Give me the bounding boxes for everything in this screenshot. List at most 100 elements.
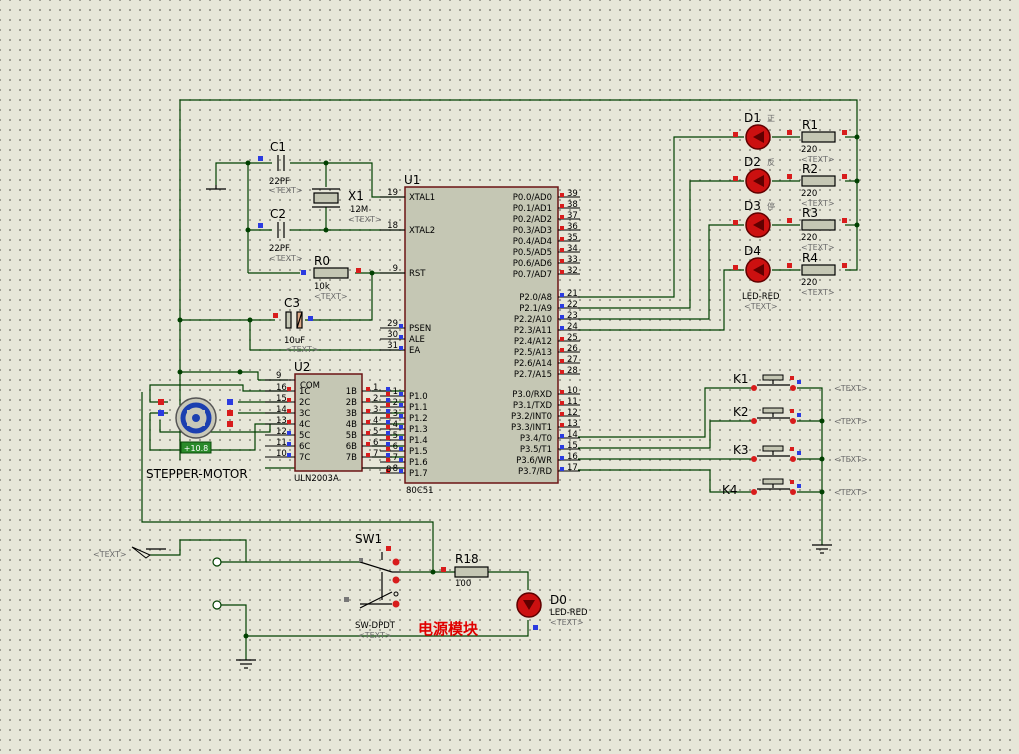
- mcu-pin-number: 11: [567, 397, 578, 407]
- pin-marker: [733, 265, 738, 270]
- driver-pin-number: 12: [276, 427, 287, 437]
- key-k3[interactable]: K3<TEXT>: [733, 443, 868, 464]
- resistor-r0[interactable]: R0 10k <TEXT>: [301, 254, 361, 301]
- pin-marker: [386, 447, 390, 451]
- driver-pin-number: 3: [373, 405, 378, 415]
- pin-marker: [287, 420, 291, 424]
- ground-symbol-top: [206, 185, 226, 190]
- d0-text: <TEXT>: [550, 618, 584, 627]
- mcu-pin-name: P0.6/AD6: [513, 259, 552, 269]
- mcu-pin-number: 17: [567, 463, 578, 473]
- pin-marker: [366, 420, 370, 424]
- mcu-pin-name: P0.1/AD1: [513, 204, 552, 214]
- pin-marker: [733, 132, 738, 137]
- resistor-r18[interactable]: R18 100: [441, 552, 489, 589]
- pin-marker: [842, 130, 847, 135]
- capacitor-c2[interactable]: C2 22PF <TEXT>: [258, 207, 303, 263]
- resistor-text: <TEXT>: [801, 243, 835, 252]
- pin-marker: [797, 484, 801, 488]
- mcu-pin-name: P2.2/A10: [514, 315, 552, 325]
- mcu-pin-name: P2.1/A9: [519, 304, 552, 314]
- mcu-pin-name: P2.6/A14: [514, 359, 552, 369]
- pin-marker: [386, 414, 390, 418]
- resistor-value: 220: [801, 145, 817, 155]
- c1-text: <TEXT>: [269, 186, 303, 195]
- mcu-pin-name: P3.2/INT0: [511, 412, 552, 422]
- resistor-value: 220: [801, 278, 817, 288]
- mcu-pin-name: P0.2/AD2: [513, 215, 552, 225]
- pin-marker: [560, 193, 564, 197]
- mcu-pin-number: 26: [567, 344, 578, 354]
- stepper-motor[interactable]: +10.8 STEPPER-MOTOR: [146, 397, 248, 481]
- mcu-pin-number: 2: [393, 398, 398, 408]
- pin-marker: [287, 431, 291, 435]
- driver-pin-number: 14: [276, 405, 287, 415]
- driver-pin-name: 6B: [346, 442, 357, 452]
- driver-com-label: COM: [300, 381, 320, 391]
- power-in-text: <TEXT>: [93, 550, 127, 559]
- mcu-pin-number: 5: [393, 431, 398, 441]
- r0-text: <TEXT>: [314, 292, 348, 301]
- pin-marker: [399, 447, 403, 451]
- sw1-part: SW-DPDT: [355, 621, 396, 631]
- capacitor-c1[interactable]: C1 22PF <TEXT>: [258, 140, 303, 195]
- led-d0[interactable]: D0 LED-RED <TEXT>: [516, 592, 588, 630]
- pin-marker: [399, 414, 403, 418]
- mcu-pin-name: XTAL2: [409, 226, 435, 236]
- crystal-x1[interactable]: X1 12M <TEXT>: [312, 188, 382, 224]
- pin-marker: [386, 453, 390, 457]
- capacitor-c3[interactable]: C3 10uF <TEXT>: [273, 296, 319, 354]
- resistor-ref: R3: [802, 206, 818, 220]
- pin-marker: [787, 174, 792, 179]
- led-text: <TEXT>: [744, 302, 778, 311]
- led-ref: D1: [744, 111, 761, 125]
- mcu-pin-name: P0.4/AD4: [513, 237, 552, 247]
- key-k4[interactable]: K4<TEXT>: [722, 478, 868, 497]
- mcu-pin-number: 28: [567, 366, 578, 376]
- pin-marker: [399, 458, 403, 462]
- pin-marker: [366, 398, 370, 402]
- pin-marker: [560, 401, 564, 405]
- key-k2[interactable]: K2<TEXT>: [733, 405, 868, 426]
- driver-pin-name: 4B: [346, 420, 357, 430]
- key-ref: K3: [733, 443, 749, 457]
- pin-marker: [399, 335, 403, 339]
- pin-marker: [366, 409, 370, 413]
- pin-marker: [386, 442, 390, 446]
- key-k1[interactable]: K1<TEXT>: [733, 372, 868, 393]
- driver-pin-name: 3C: [299, 409, 310, 419]
- c3-ref: C3: [284, 296, 300, 310]
- mcu-pin-number: 30: [387, 330, 398, 340]
- pin-marker: [560, 226, 564, 230]
- driver-pin-name: 1C: [299, 387, 310, 397]
- driver-pin-number: 4: [373, 416, 378, 426]
- mcu-pin-name: P1.2: [409, 414, 428, 424]
- pin-marker: [386, 398, 390, 402]
- mcu-ref: U1: [404, 173, 420, 187]
- c2-ref: C2: [270, 207, 286, 221]
- mcu-pin-name: P3.4/T0: [520, 434, 552, 444]
- driver-pin-number: 13: [276, 416, 287, 426]
- switch-sw1[interactable]: SW1 SW-DPDT <TEXT>: [344, 532, 400, 640]
- pin-marker: [560, 215, 564, 219]
- mcu-pin-number: 34: [567, 244, 578, 254]
- pin-marker: [790, 376, 794, 380]
- pin-marker: [560, 348, 564, 352]
- mcu-pin-number: 33: [567, 255, 578, 265]
- key-row: K1<TEXT> K2<TEXT> K3<TEXT> K4<TEXT>: [722, 372, 868, 497]
- pin-marker: [797, 380, 801, 384]
- pin-marker: [399, 346, 403, 350]
